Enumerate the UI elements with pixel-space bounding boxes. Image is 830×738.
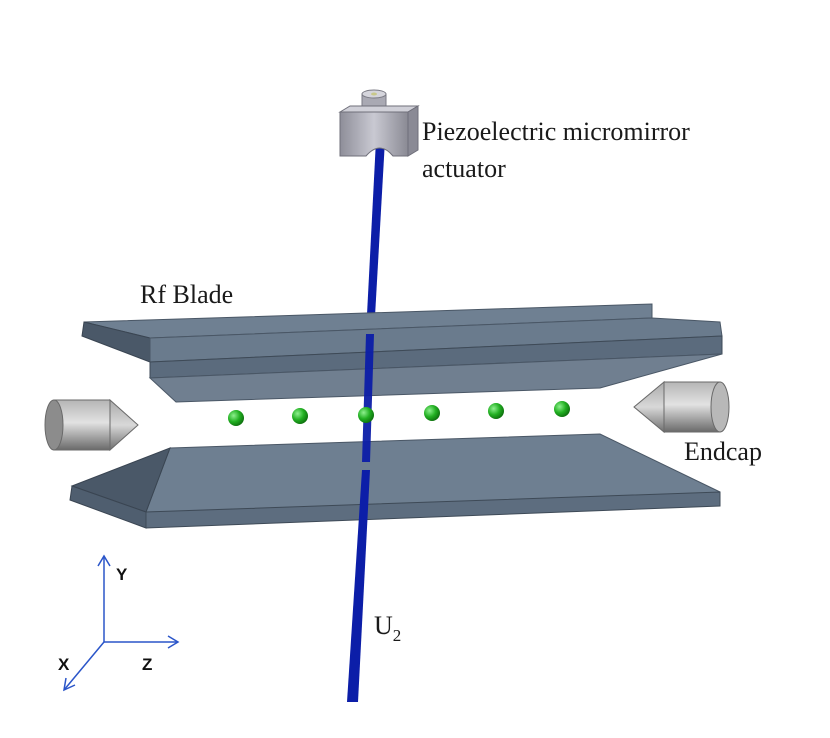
axis-x-label: X bbox=[58, 655, 70, 674]
ion-chain bbox=[228, 401, 570, 426]
ion bbox=[424, 405, 440, 421]
beam-label-subscript: 2 bbox=[393, 626, 402, 645]
laser-beam-middle bbox=[362, 334, 374, 462]
endcap-label: Endcap bbox=[684, 437, 762, 466]
axis-y-label: Y bbox=[116, 565, 128, 584]
ion bbox=[292, 408, 308, 424]
laser-beam-upper bbox=[366, 140, 385, 334]
piezo-actuator bbox=[338, 89, 420, 157]
ion bbox=[228, 410, 244, 426]
rf-blade-top bbox=[81, 303, 723, 403]
axis-z-label: Z bbox=[142, 655, 152, 674]
endcap-left bbox=[44, 398, 139, 452]
ion bbox=[488, 403, 504, 419]
laser-beam-lower bbox=[347, 470, 370, 702]
ion bbox=[358, 407, 374, 423]
rf-blade-label: Rf Blade bbox=[140, 280, 233, 309]
ion bbox=[554, 401, 570, 417]
beam-label-main: U bbox=[374, 611, 393, 640]
coordinate-axes bbox=[63, 554, 180, 692]
beam-label: U2 bbox=[374, 611, 401, 645]
actuator-label-line1: Piezoelectric micromirror bbox=[422, 117, 690, 146]
endcap-right bbox=[633, 380, 730, 434]
rf-blade-bottom bbox=[69, 433, 721, 529]
actuator-label-line2: actuator bbox=[422, 154, 506, 183]
